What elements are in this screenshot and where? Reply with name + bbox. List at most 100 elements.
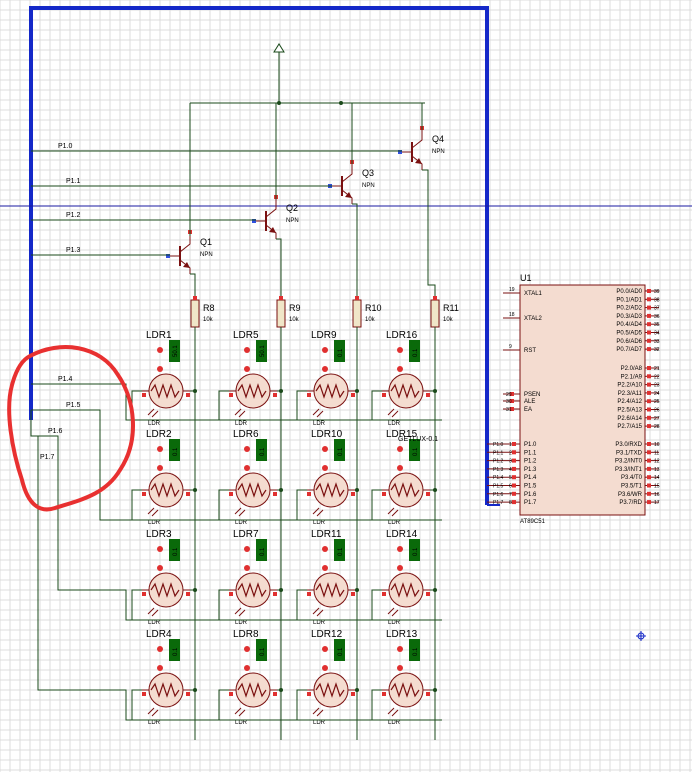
ldr-zigzag [315,582,345,598]
ldr-row-wire [296,489,307,520]
ldr-value-box[interactable] [256,539,267,561]
ldr-value-box[interactable] [169,539,180,561]
ldr-row-wire [371,489,382,520]
ldr-body[interactable] [388,572,424,608]
overlap-label: GETLUX-0.1 [398,436,438,443]
mcu-pin-number: 26 [654,408,660,414]
mcu-pin-number: 5 [509,475,512,481]
ldr-body[interactable] [388,672,424,708]
mcu-pin-name: P3.4/T0 [621,475,643,481]
ldr-value-box[interactable] [409,539,420,561]
pin-marker [307,393,311,397]
mcu-pin-name: P0.5/AD5 [616,331,642,337]
ldr-body[interactable] [148,672,184,708]
ldr-value-box[interactable] [169,639,180,661]
resistor-body[interactable] [190,299,200,328]
ldr-value-box[interactable] [409,639,420,661]
microcontroller-body[interactable] [519,284,646,516]
ldr-value-box[interactable] [169,340,180,362]
ldr-light-dot [157,446,163,452]
pin-marker [307,492,311,496]
pin-marker [186,592,190,596]
pin-marker [647,442,651,446]
ldr-body[interactable] [313,672,349,708]
transistor-type: NPN [362,183,375,189]
ldr-arrow-icon [391,410,399,418]
ldr-value-box[interactable] [334,639,345,661]
transistor-collector [265,199,277,218]
pin-marker [647,500,651,505]
pin-marker [647,424,651,429]
junction-dot [279,688,283,692]
ldr-value-box[interactable] [334,539,345,561]
ldr-value-box[interactable] [334,340,345,362]
ldr-arrow-icon [234,607,242,615]
power-terminal-icon[interactable] [273,43,285,53]
ldr-value: 0.1 [338,547,344,556]
mcu-pin-name: P2.3/A11 [618,391,643,397]
ldr-arrow-icon [391,509,399,517]
pin-marker [142,692,146,696]
ldr-body[interactable] [388,373,424,409]
ldr-light-dot [244,565,250,571]
ldr-light-dot [322,665,328,671]
junction-dot [277,101,281,105]
resistor-body[interactable] [276,299,286,328]
mcu-pin-number: 32 [654,347,660,353]
mcu-pin-name: P1.0 [524,442,537,448]
ldr-value-box[interactable] [334,439,345,461]
ldr-body[interactable] [235,572,271,608]
resistor-body[interactable] [430,299,440,328]
ldr-arrow-icon [234,707,242,715]
junction-dot [355,389,359,393]
resistor-body[interactable] [352,299,362,328]
pin-marker [647,390,651,395]
mcu-pin-number: 8 [509,500,512,506]
ldr-body[interactable] [313,373,349,409]
pin-marker [647,382,651,387]
ldr-body[interactable] [148,472,184,508]
ldr-light-dot [322,446,328,452]
ldr-body[interactable] [148,572,184,608]
ldr-body[interactable] [148,373,184,409]
mcu-net-label: P1.1 [493,450,504,456]
ldr-value-box[interactable] [256,340,267,362]
ldr-value-box[interactable] [256,439,267,461]
ldr-body[interactable] [388,472,424,508]
ldr-zigzag [150,582,180,598]
pin-marker [398,150,402,154]
mcu-pin-name: P1.7 [524,500,537,506]
ldr-arrow-icon [151,509,159,517]
ldr-value-box[interactable] [409,340,420,362]
ldr-zigzag [237,682,267,698]
transistor-ref: Q2 [286,203,298,213]
pin-marker [273,492,277,496]
ldr-type: LDR [148,520,161,526]
ldr-body[interactable] [313,472,349,508]
ldr-body[interactable] [235,672,271,708]
ldr-type: LDR [235,620,248,626]
ldr-value-box[interactable] [169,439,180,461]
ldr-body[interactable] [235,472,271,508]
ldr-type: LDR [313,620,326,626]
ldr-body[interactable] [313,572,349,608]
mcu-pin-name: P2.0/A8 [621,366,643,372]
mcu-pin-name: P3.1/TXD [616,450,643,456]
ldr-value-box[interactable] [409,439,420,461]
transistor-collector [411,130,423,149]
bus-wire [29,6,489,505]
ldr-zigzag [390,682,420,698]
pin-marker [273,692,277,696]
ldr-light-dot [244,665,250,671]
ldr-value-box[interactable] [256,639,267,661]
ldr-row-wire [218,689,229,720]
column-net-wire [31,383,132,421]
net-label: P1.3 [66,247,81,254]
ldr-body[interactable] [235,373,271,409]
hand-drawn-circle-annotation [7,345,135,512]
mcu-pin-name: P3.7/RD [619,500,642,506]
ldr-type: LDR [388,421,401,427]
ldr-arrow-icon [387,408,395,416]
